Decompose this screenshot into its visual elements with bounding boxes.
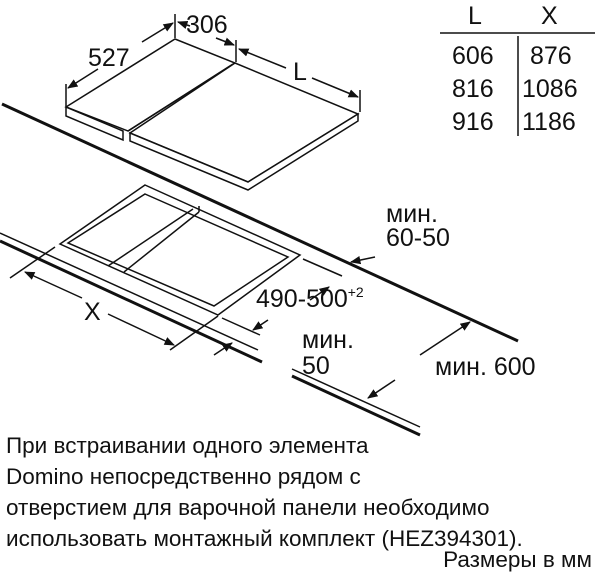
cutout-dimension-lines	[9, 246, 471, 399]
units-label: Размеры в мм	[443, 547, 592, 572]
dim-back-value: 60-50	[386, 224, 450, 252]
dim-L: L	[293, 58, 307, 86]
dim-back-label: мин.	[386, 200, 438, 228]
hob-illustration	[64, 38, 360, 191]
dim-cutout-depth: 490-500+2	[256, 284, 364, 313]
note-line: Domino непосредственно рядом с	[6, 464, 361, 489]
cutout-outline	[58, 184, 302, 316]
table-cell: 1086	[522, 75, 578, 103]
table-header-L: L	[468, 2, 482, 30]
note-line: отверстием для варочной панели необходим…	[6, 495, 490, 520]
worktop-front-edge	[0, 232, 421, 437]
dim-front-value: 50	[302, 352, 330, 380]
table-cell: 1186	[522, 108, 576, 136]
size-table-grid	[440, 32, 595, 136]
hob-dimension-lines	[65, 14, 361, 112]
dim-306: 306	[186, 11, 228, 39]
note-line: использовать монтажный комплект (HEZ3943…	[6, 526, 523, 551]
dim-worktop-depth: мин. 600	[435, 353, 536, 381]
table-cell: 916	[452, 108, 494, 136]
installation-note: При встраивании одного элемента Domino н…	[6, 430, 523, 554]
dim-527: 527	[88, 44, 130, 72]
worktop-back-edge	[1, 102, 519, 343]
table-cell: 606	[452, 42, 494, 70]
note-line: При встраивании одного элемента	[6, 433, 369, 458]
table-cell: 816	[452, 75, 494, 103]
table-header-X: X	[541, 2, 558, 30]
dim-X: X	[84, 298, 101, 326]
table-cell: 876	[530, 42, 572, 70]
dim-front-label: мин.	[302, 326, 354, 354]
